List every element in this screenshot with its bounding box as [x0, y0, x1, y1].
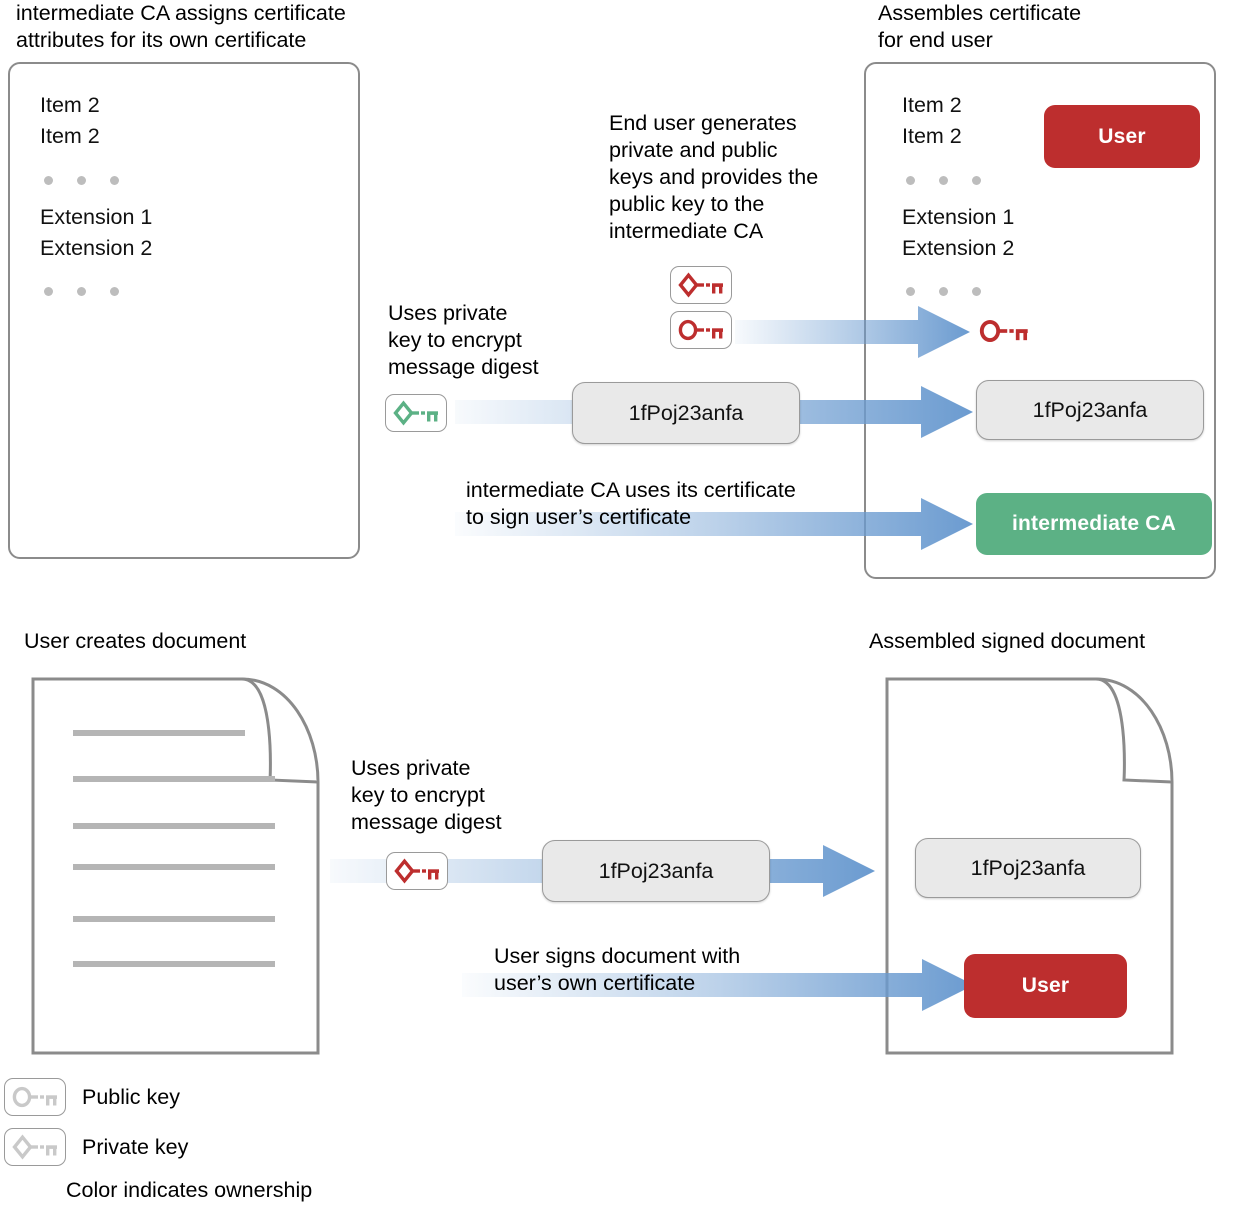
private-key-icon [393, 400, 438, 426]
digest-box-middle: 1fPoj23anfa [572, 382, 800, 444]
cert-right-extension-2: Extension 2 [902, 236, 1015, 260]
cert-right-extension-1: Extension 1 [902, 205, 1015, 229]
public-key-icon [12, 1086, 57, 1108]
badge-intermediate-ca: intermediate CA [976, 493, 1212, 555]
private-key-icon-chip-legend [4, 1128, 66, 1166]
dot [44, 176, 53, 185]
public-key-icon [979, 320, 1028, 342]
certificate-panel-left: Item 2 Item 2 Extension 1 Extension 2 [8, 62, 360, 559]
cert-right-dots-1 [906, 176, 981, 185]
cert-left-item-1: Item 2 [40, 93, 100, 117]
public-key-icon-chip-user [670, 311, 732, 349]
annotation-user-signs-document: User signs document with user’s own cert… [494, 944, 741, 995]
private-key-icon-chip-user [670, 266, 732, 304]
document-icon [31, 677, 320, 1055]
dot [77, 287, 86, 296]
dot [906, 287, 915, 296]
arrow-public-key-to-cert [735, 306, 970, 358]
dot [110, 176, 119, 185]
cert-left-extension-1: Extension 1 [40, 205, 153, 229]
annotation-uses-private-key-bottom: Uses private key to encrypt message dige… [351, 756, 502, 834]
caption-bottom-right: Assembled signed document [869, 629, 1146, 653]
dot [972, 176, 981, 185]
legend-label-public-key: Public key [82, 1084, 180, 1109]
caption-bottom-left: User creates document [24, 629, 247, 653]
legend-public-key: Public key [4, 1078, 180, 1116]
annotation-uses-private-key-top: Uses private key to encrypt message dige… [388, 301, 539, 379]
dot [939, 176, 948, 185]
caption-top-left: intermediate CA assigns certificate attr… [16, 1, 346, 52]
cert-left-item-2: Item 2 [40, 124, 100, 148]
legend-private-key: Private key [4, 1128, 188, 1166]
document-user-created [30, 676, 340, 1061]
digest-box-signed-document: 1fPoj23anfa [915, 838, 1141, 898]
cert-left-dots-1 [44, 176, 119, 185]
cert-right-item-1: Item 2 [902, 93, 962, 117]
public-key-icon-chip-legend [4, 1078, 66, 1116]
legend-note-color-ownership: Color indicates ownership [66, 1178, 313, 1202]
legend-label-private-key: Private key [82, 1134, 189, 1159]
public-key-icon [678, 319, 723, 341]
caption-top-right: Assembles certificate for end user [878, 1, 1082, 52]
dot [110, 287, 119, 296]
digest-box-certificate: 1fPoj23anfa [976, 380, 1204, 440]
cert-left-dots-2 [44, 287, 119, 296]
private-key-icon-chip-ca [385, 394, 447, 432]
annotation-intermediate-ca-signs: intermediate CA uses its certificate to … [466, 478, 796, 529]
digest-box-document: 1fPoj23anfa [542, 840, 770, 902]
dot [44, 287, 53, 296]
cert-right-item-2: Item 2 [902, 124, 962, 148]
dot [906, 176, 915, 185]
private-key-icon [678, 272, 723, 298]
arrow-user-signs-document [462, 959, 974, 1011]
badge-user-certificate: User [1044, 105, 1200, 168]
cert-right-dots-2 [906, 287, 981, 296]
dot [77, 176, 86, 185]
private-key-icon-chip-user-doc [386, 852, 448, 890]
annotation-end-user-generates: End user generates private and public ke… [609, 111, 819, 243]
badge-user-signed-document: User [964, 954, 1127, 1018]
dot [939, 287, 948, 296]
public-key-icon-delivered [975, 315, 1033, 347]
arrow-ca-signs-certificate [455, 498, 973, 550]
dot [972, 287, 981, 296]
cert-left-extension-2: Extension 2 [40, 236, 153, 260]
private-key-icon [12, 1134, 57, 1160]
private-key-icon [394, 858, 439, 884]
